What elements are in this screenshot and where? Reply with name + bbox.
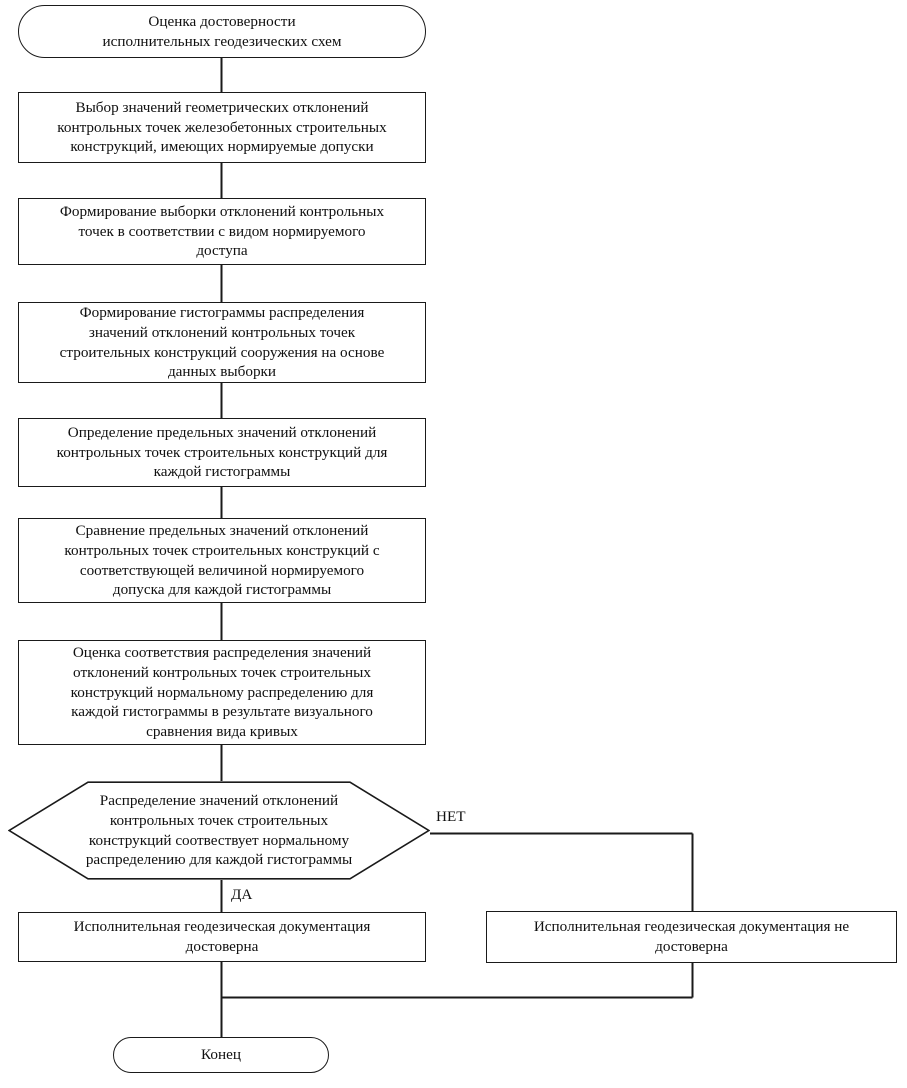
node-start[interactable]: Оценка достоверности исполнительных геод… — [18, 5, 426, 58]
node-step4-label: Определение предельных значений отклонен… — [56, 423, 388, 481]
node-step5[interactable]: Сравнение предельных значений отклонений… — [18, 518, 426, 603]
node-step4[interactable]: Определение предельных значений отклонен… — [18, 418, 426, 487]
node-step1[interactable]: Выбор значений геометрических отклонений… — [18, 92, 426, 163]
edge-label-no: НЕТ — [436, 808, 466, 825]
node-end[interactable]: Конец — [113, 1037, 329, 1073]
node-step3-label: Формирование гистограммы распределения з… — [59, 304, 385, 381]
node-decision-label: Распределение значений отклонений контро… — [85, 792, 353, 869]
node-start-label: Оценка достоверности исполнительных геод… — [102, 12, 342, 50]
decision-hexagon-shape — [8, 781, 430, 880]
node-end-label: Конец — [201, 1046, 241, 1064]
node-step1-label: Выбор значений геометрических отклонений… — [57, 98, 387, 156]
node-result-no-label: Исполнительная геодезическая документаци… — [533, 918, 850, 955]
node-step6-label: Оценка соответствия распределения значен… — [70, 644, 374, 741]
node-step6[interactable]: Оценка соответствия распределения значен… — [18, 640, 426, 745]
edge-label-yes: ДА — [231, 886, 253, 903]
node-result-yes-label: Исполнительная геодезическая документаци… — [73, 918, 371, 955]
node-step2[interactable]: Формирование выборки отклонений контроль… — [18, 198, 426, 265]
node-step5-label: Сравнение предельных значений отклонений… — [64, 522, 380, 599]
node-result-yes[interactable]: Исполнительная геодезическая документаци… — [18, 912, 426, 962]
node-result-no[interactable]: Исполнительная геодезическая документаци… — [486, 911, 897, 963]
node-step3[interactable]: Формирование гистограммы распределения з… — [18, 302, 426, 383]
node-step2-label: Формирование выборки отклонений контроль… — [59, 202, 385, 260]
node-decision[interactable]: Распределение значений отклонений контро… — [8, 781, 430, 880]
